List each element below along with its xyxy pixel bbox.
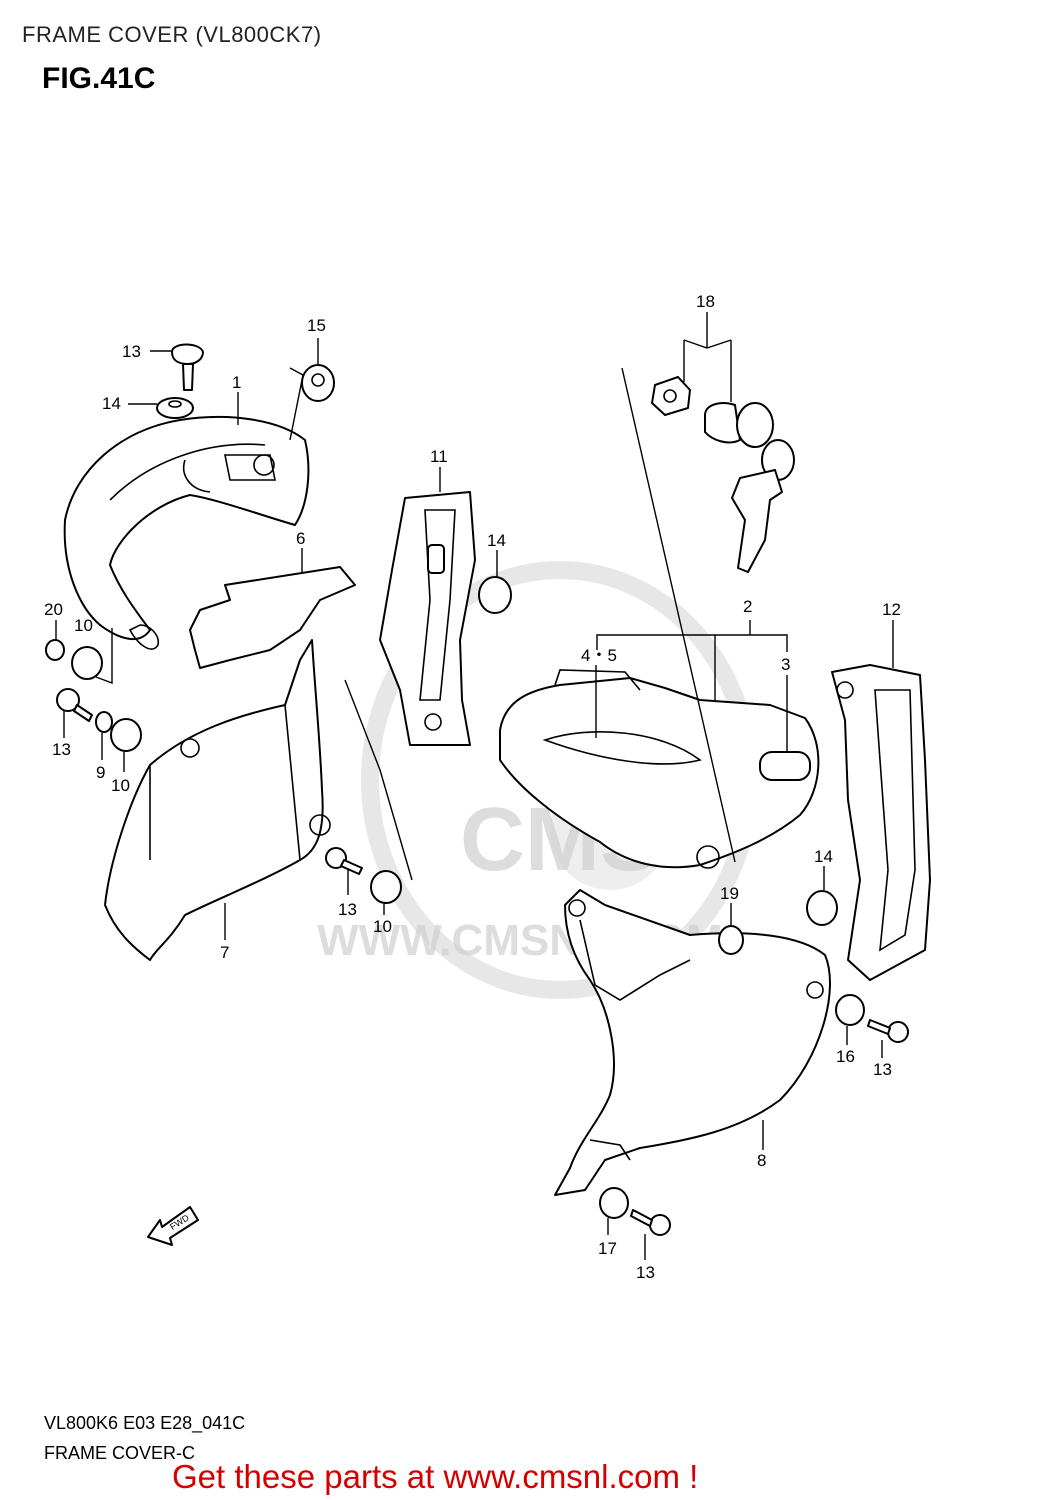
callout-13-e: 13: [636, 1263, 655, 1282]
callout-20: 20: [44, 600, 63, 619]
callout-10-a: 10: [74, 616, 93, 635]
callout-14-c: 14: [814, 847, 833, 866]
callout-19: 19: [720, 884, 739, 903]
leader-lines: [55, 312, 894, 1260]
part-11-side-bracket[interactable]: [379, 491, 476, 746]
callout-13-c: 13: [338, 900, 357, 919]
callouts: 1 2 3 4・5 6 7 8 9 10 10 10 11 12 13 13 1…: [44, 292, 901, 1282]
callout-14-a: 14: [102, 394, 121, 413]
callout-15: 15: [307, 316, 326, 335]
callout-1: 1: [232, 373, 241, 392]
callout-12: 12: [882, 600, 901, 619]
callout-9: 9: [96, 763, 105, 782]
diagram-code: VL800K6 E03 E28_041C: [44, 1413, 246, 1433]
callout-8: 8: [757, 1151, 766, 1170]
part-7-frame-cover-lower[interactable]: [104, 639, 331, 961]
callout-16: 16: [836, 1047, 855, 1066]
part-12-rear-bracket[interactable]: [831, 664, 931, 981]
figure-label: FIG.41C: [42, 62, 156, 95]
callout-14-b: 14: [487, 531, 506, 550]
diagram-name: FRAME COVER-C: [44, 1443, 196, 1463]
callout-7: 7: [220, 943, 229, 962]
callout-3: 3: [781, 655, 790, 674]
part-8-side-cover[interactable]: [554, 889, 831, 1196]
callout-4-5: 4・5: [581, 646, 617, 665]
callout-10-c: 10: [373, 917, 392, 936]
callout-13-a: 13: [122, 342, 141, 361]
callout-13-b: 13: [52, 740, 71, 759]
part-18-lock-set[interactable]: [651, 376, 795, 573]
callout-11: 11: [430, 447, 448, 466]
part-1-frame-cover-front[interactable]: [63, 415, 310, 650]
fwd-arrow: FWD: [147, 1206, 199, 1246]
hardware-bolts[interactable]: [45, 343, 909, 1236]
part-2-frame-cover-right[interactable]: [499, 669, 820, 869]
callout-18: 18: [696, 292, 715, 311]
callout-6: 6: [296, 529, 305, 548]
callout-13-d: 13: [873, 1060, 892, 1079]
callout-2: 2: [743, 597, 752, 616]
promo-link[interactable]: Get these parts at www.cmsnl.com !: [172, 1458, 699, 1495]
part-6-gasket[interactable]: [189, 566, 356, 669]
callout-17: 17: [598, 1239, 617, 1258]
page-header: FRAME COVER (VL800CK7): [22, 22, 322, 47]
callout-10-b: 10: [111, 776, 130, 795]
